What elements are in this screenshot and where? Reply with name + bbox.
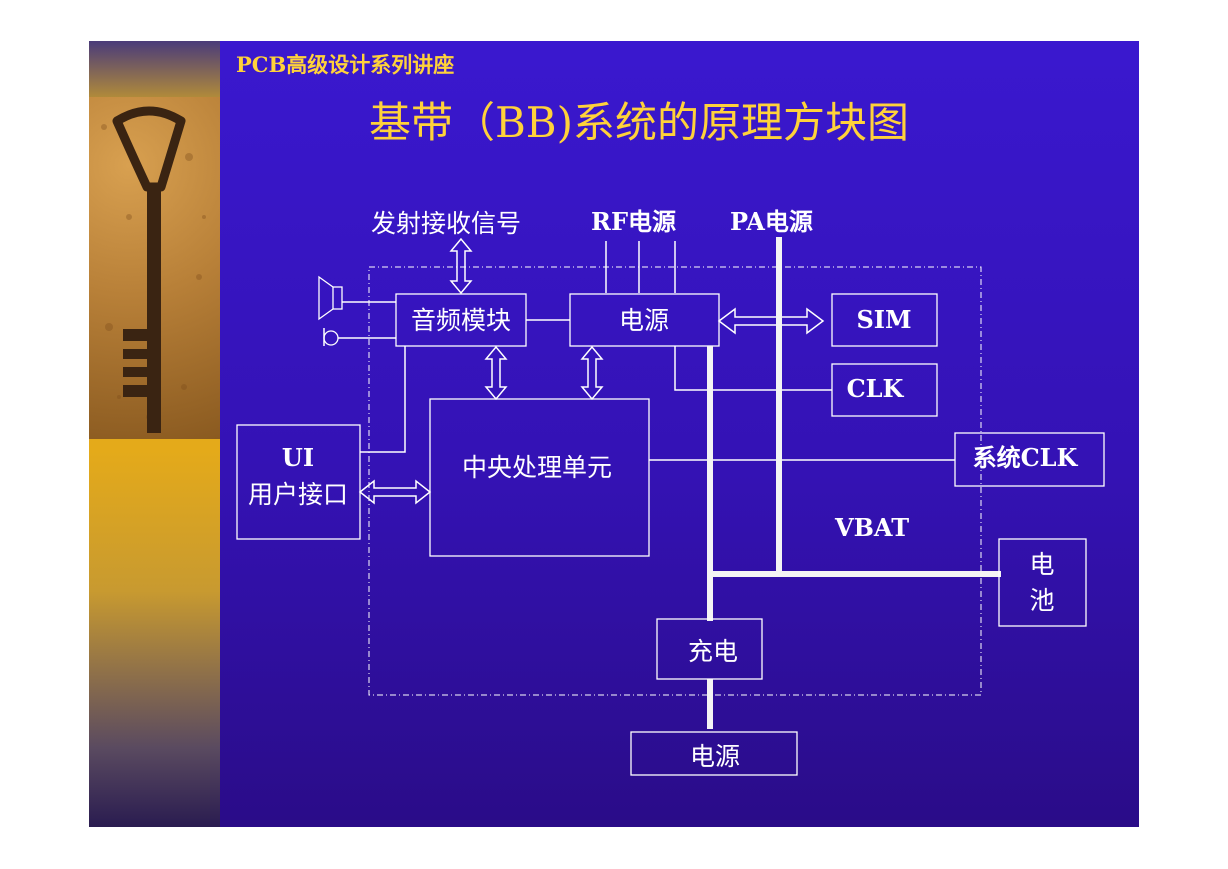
vbat-label: VBAT: [834, 513, 909, 542]
clk-label: CLK: [847, 374, 905, 403]
external-power-block: [630, 731, 798, 776]
key-icon: [101, 106, 206, 433]
power-clk-link: [674, 346, 832, 391]
power-cpu-arrow: [580, 345, 604, 401]
series-title: PCB高级设计系列讲座: [236, 52, 455, 77]
ui-cpu-arrow: [358, 479, 432, 505]
charger-label: 充电: [688, 637, 738, 666]
key-photo: [89, 97, 220, 439]
slide: PCB高级设计系列讲座 基带（BB)系统的原理方块图 发射接收信号 RF电源 P…: [89, 41, 1139, 827]
page-title: 基带（BB)系统的原理方块图: [368, 98, 910, 147]
sidebar-top: [89, 41, 220, 97]
ui-label-line1: UI: [282, 443, 314, 472]
system-clk-label: 系统CLK: [973, 443, 1079, 472]
power-unit-label: 电源: [619, 306, 669, 335]
audio-cpu-arrow: [484, 345, 508, 401]
battery-block: [998, 538, 1087, 627]
sim-block: [831, 293, 938, 347]
cpu-label: 中央处理单元: [462, 453, 612, 482]
cpu-block: [429, 398, 650, 557]
audio-module-label: 音频模块: [411, 306, 511, 335]
rf-power-label: RF电源: [591, 207, 676, 236]
block-diagram: 发射接收信号 RF电源 PA电源 音频模块 电源 SIM: [236, 207, 1105, 776]
external-power-label: 电源: [690, 742, 740, 771]
power-sim-arrow: [717, 307, 825, 335]
ui-block: [236, 424, 361, 540]
sim-label: SIM: [856, 305, 911, 334]
ui-label-line2: 用户接口: [248, 480, 348, 509]
tx-rx-signal-label: 发射接收信号: [371, 209, 521, 238]
audio-ui-link: [360, 346, 406, 453]
pa-power-label: PA电源: [730, 207, 813, 236]
microphone-icon: [323, 328, 396, 346]
charger-block: [656, 618, 763, 680]
tx-rx-arrow: [449, 237, 473, 295]
speaker-icon: [318, 275, 396, 321]
battery-label-line1: 电: [1029, 550, 1054, 579]
battery-label-line2: 池: [1029, 586, 1054, 615]
